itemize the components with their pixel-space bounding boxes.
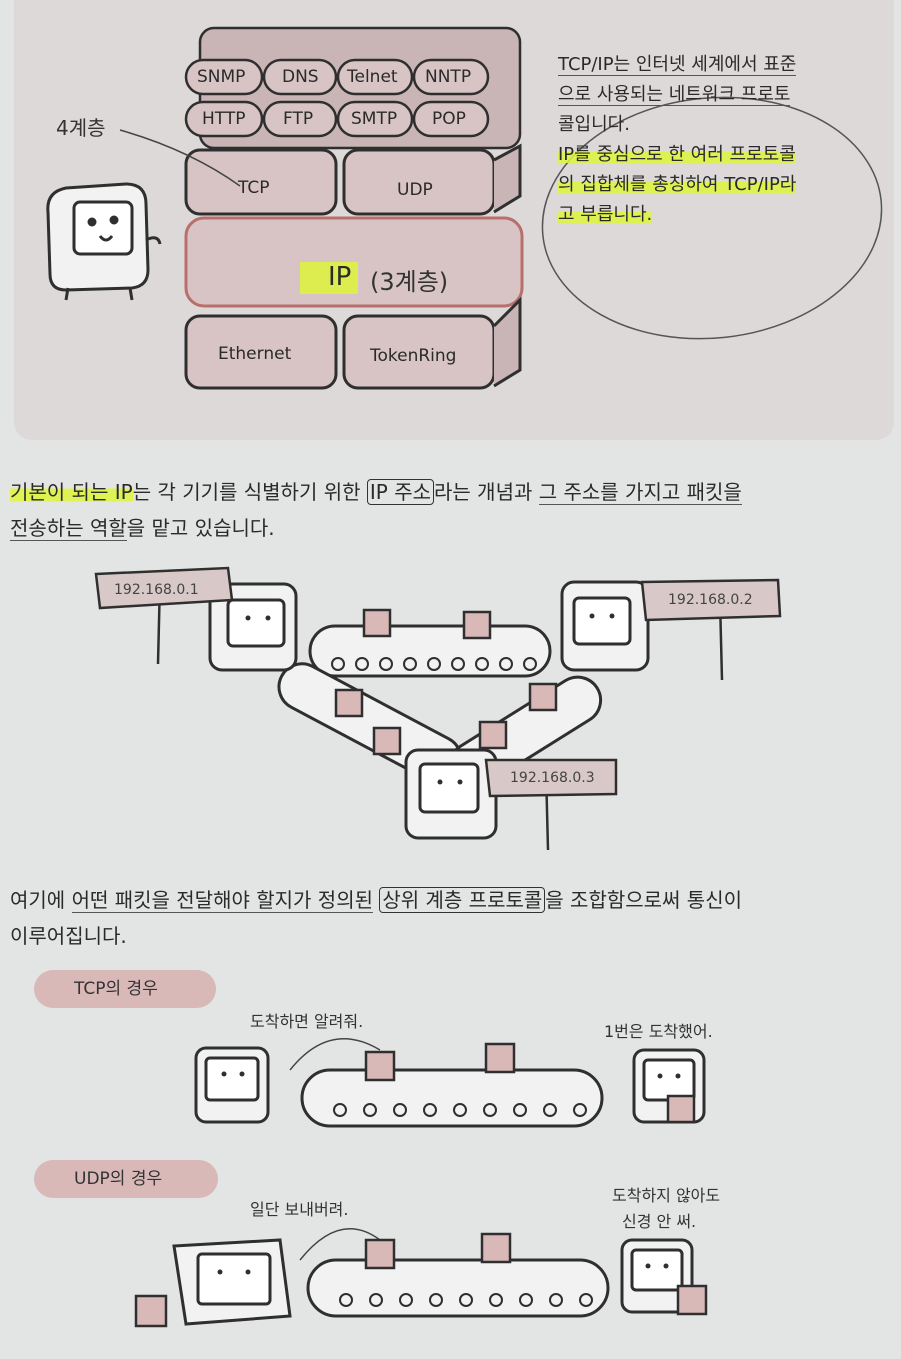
side-line6: 고 부릅니다.: [558, 204, 653, 225]
p1-text-b: 는 각 기기를 식별하기 위한: [132, 480, 361, 504]
ip-layer-note: (3계층): [370, 268, 449, 296]
protocol-smtp: SMTP: [351, 109, 398, 129]
protocol-dns: DNS: [282, 67, 319, 87]
p1-text-d: 라는 개념과: [434, 480, 533, 504]
p1-boxed-ip-address: IP 주소: [366, 479, 435, 505]
protocol-tokenring: TokenRing: [370, 346, 457, 366]
packet-icon: [480, 1232, 512, 1264]
p1-underline-e: 그 주소를 가지고 패킷을: [538, 480, 742, 505]
p1-highlight: 기본이 되는 IP: [10, 480, 133, 504]
side-line2: 으로 사용되는 네트워크 프로토: [558, 84, 791, 106]
udp-speech-receiver-line1: 도착하지 않아도: [612, 1186, 721, 1205]
side-line1: TCP/IP는 인터넷 세계에서 표준: [558, 54, 797, 76]
protocol-http: HTTP: [202, 109, 246, 129]
packet-icon: [364, 1050, 396, 1082]
packet-icon: [362, 608, 392, 638]
packet-icon: [364, 1238, 396, 1270]
udp-speech-sender: 일단 보내버려.: [250, 1200, 349, 1219]
sign-ip-1: 192.168.0.1: [114, 582, 199, 598]
sign-ip-2: 192.168.0.2: [668, 592, 753, 608]
p2-text-a: 여기에: [10, 888, 66, 912]
protocol-ftp: FTP: [283, 109, 314, 129]
tcp-block: [184, 148, 338, 216]
app-row1-pills: [184, 58, 490, 138]
packet-icon: [676, 1284, 708, 1316]
side-line4: IP를 중심으로 한 여러 프로토콜: [558, 144, 796, 165]
packet-icon: [484, 1042, 516, 1074]
udp-case-tag: UDP의 경우: [34, 1160, 218, 1198]
p2-boxed-upper-protocol: 상위 계층 프로토콜: [379, 887, 546, 913]
protocol-nntp: NNTP: [425, 67, 472, 87]
layer4-pointer: [119, 129, 241, 187]
side-line3: 콜입니다.: [558, 114, 630, 135]
packet-icon: [334, 688, 364, 718]
conveyor-belt: [306, 1258, 610, 1318]
tcp-speech-sender: 도착하면 알려줘.: [250, 1012, 364, 1031]
conveyor-belt: [300, 1068, 604, 1128]
ip-network-illustration: 192.168.0.1 192.168.0.2 192.168.0.3: [94, 566, 782, 851]
p2-text-e: 이루어집니다.: [10, 924, 127, 948]
protocol-snmp: SNMP: [197, 67, 246, 87]
protocol-stack-diagram: [46, 26, 883, 390]
packet-icon: [462, 610, 492, 640]
tcpip-description: TCP/IP는 인터넷 세계에서 표준 으로 사용되는 네트워크 프로토 콜입니…: [558, 50, 878, 230]
p2-underline-b: 어떤 패킷을 전달해야 할지가 정의된: [71, 888, 373, 913]
computer-character: [46, 182, 162, 301]
udp-speech-receiver-line2: 신경 안 써.: [622, 1212, 697, 1231]
sign-board: [484, 758, 618, 798]
handwritten-oval: [541, 96, 883, 340]
sign-board: [640, 578, 782, 622]
protocol-ethernet: Ethernet: [218, 344, 292, 364]
p1-text-g: 을 맡고 있습니다.: [126, 516, 275, 540]
tcp-illustration: [194, 1038, 706, 1128]
side-line5: 의 집합체를 총칭하여 TCP/IP라: [558, 174, 797, 195]
sign-ip-3: 192.168.0.3: [510, 770, 595, 786]
packet-icon: [666, 1094, 696, 1124]
protocol-pop: POP: [432, 109, 466, 129]
tcp-case-tag: TCP의 경우: [34, 970, 216, 1008]
protocol-tcp: TCP: [238, 178, 270, 198]
protocol-ip: IP: [328, 262, 352, 292]
packet-icon: [372, 726, 402, 756]
layer4-note: 4계층: [56, 116, 106, 140]
packet-icon: [478, 720, 508, 750]
p1-underline-f: 전송하는 역할: [10, 516, 127, 541]
p2-text-d: 을 조합함으로써 통신이: [545, 888, 742, 912]
packet-icon: [528, 682, 558, 712]
ethernet-block: [184, 314, 338, 390]
tcp-speech-receiver: 1번은 도착했어.: [604, 1022, 713, 1041]
protocol-telnet: Telnet: [347, 67, 398, 87]
udp-illustration: [134, 1228, 708, 1328]
sign-board: [94, 566, 234, 610]
protocol-udp: UDP: [397, 180, 433, 200]
packet-icon: [134, 1294, 168, 1328]
